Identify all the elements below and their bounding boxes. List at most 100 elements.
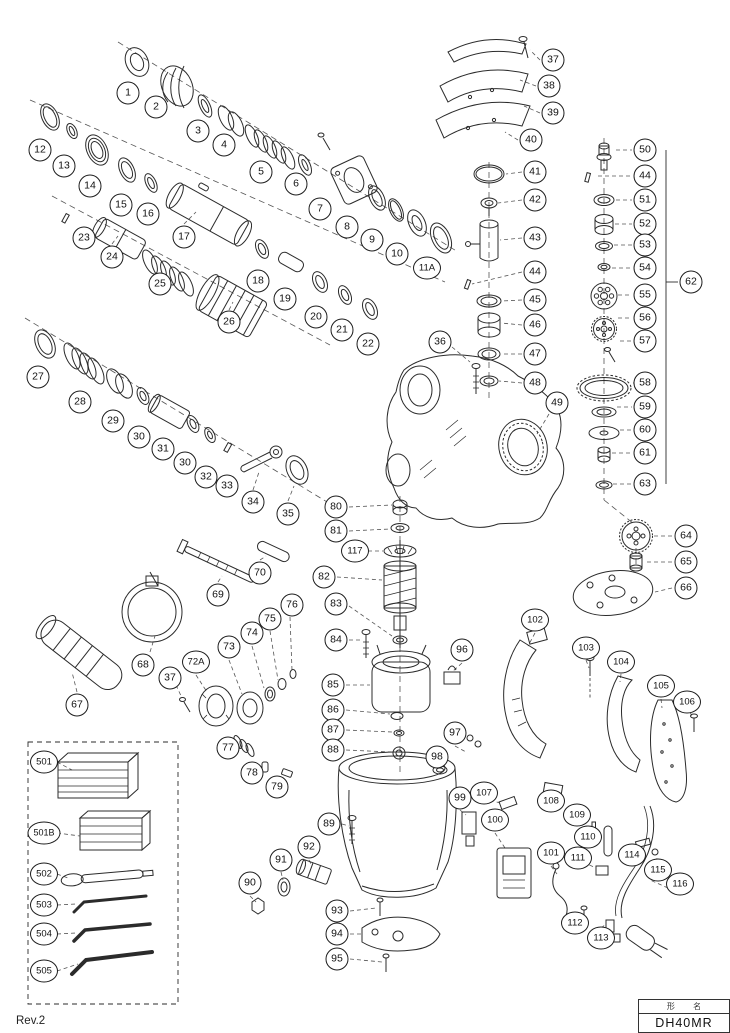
callout-3: 3 (186, 119, 210, 143)
callout-116: 116 (666, 872, 694, 896)
callout-102: 102 (521, 608, 549, 632)
callout-62: 62 (679, 270, 703, 294)
callout-109: 109 (563, 803, 591, 827)
callout-23: 23 (72, 226, 96, 250)
motor-housing-drawing (337, 751, 457, 898)
model-number: DH40MR (655, 1016, 713, 1030)
callout-107: 107 (470, 781, 498, 805)
callout-74: 74 (240, 621, 264, 645)
callout-13: 13 (52, 154, 76, 178)
callout-69: 69 (206, 583, 230, 607)
callout-96: 96 (450, 638, 474, 662)
revision-label: Rev.2 (16, 1015, 46, 1027)
callout-22: 22 (356, 332, 380, 356)
title-block: 形 名 DH40MR (638, 999, 730, 1033)
callout-77: 77 (216, 736, 240, 760)
callout-111: 111 (564, 846, 592, 870)
callout-41: 41 (523, 160, 547, 184)
callout-6: 6 (284, 172, 308, 196)
callout-501: 501 (30, 750, 58, 774)
callout-16: 16 (136, 202, 160, 226)
callout-502: 502 (30, 862, 58, 886)
callout-95: 95 (325, 947, 349, 971)
callout-83: 83 (324, 592, 348, 616)
callout-75: 75 (258, 607, 282, 631)
callout-32: 32 (194, 465, 218, 489)
callout-91: 91 (269, 848, 293, 872)
callout-81: 81 (324, 519, 348, 543)
callout-57: 57 (633, 329, 657, 353)
callout-38: 38 (537, 74, 561, 98)
callout-52: 52 (633, 212, 657, 236)
callout-80: 80 (324, 495, 348, 519)
callout-104: 104 (607, 650, 635, 674)
callout-505: 505 (30, 959, 58, 983)
callout-7: 7 (308, 197, 332, 221)
callout-17: 17 (172, 225, 196, 249)
callout-66: 66 (674, 576, 698, 600)
callout-1: 1 (116, 81, 140, 105)
callout-70: 70 (248, 561, 272, 585)
cylinder-sleeve-parts-drawing (40, 103, 379, 320)
armature-stator-drawing (361, 499, 482, 775)
callout-99: 99 (448, 786, 472, 810)
callout-37: 37 (158, 666, 182, 690)
callout-43: 43 (523, 226, 547, 250)
callout-8: 8 (335, 215, 359, 239)
clutch-gear-parts-drawing (576, 142, 632, 490)
callout-64: 64 (674, 524, 698, 548)
callout-108: 108 (537, 789, 565, 813)
callout-53: 53 (633, 233, 657, 257)
callout-97: 97 (443, 721, 467, 745)
callout-5: 5 (249, 160, 273, 184)
callout-9: 9 (360, 228, 384, 252)
callout-59: 59 (633, 395, 657, 419)
bottom-small-parts-drawing (251, 858, 441, 972)
side-handle-drawing (35, 538, 297, 778)
callout-51: 51 (633, 188, 657, 212)
callout-47: 47 (523, 342, 547, 366)
callout-28: 28 (68, 390, 92, 414)
callout-50: 50 (633, 138, 657, 162)
callout-94: 94 (325, 922, 349, 946)
idle-gear-cover-drawing (572, 519, 654, 616)
crank-housing-drawing (385, 354, 565, 528)
callout-112: 112 (561, 911, 589, 935)
callout-27: 27 (26, 365, 50, 389)
callout-106: 106 (673, 690, 701, 714)
callout-88: 88 (321, 738, 345, 762)
callout-35: 35 (276, 502, 300, 526)
callout-19: 19 (273, 287, 297, 311)
callout-48: 48 (523, 371, 547, 395)
callout-72A: 72A (182, 650, 210, 674)
valve-plate-piston-drawing (435, 36, 531, 394)
callout-14: 14 (78, 174, 102, 198)
callout-115: 115 (644, 858, 672, 882)
callout-98: 98 (425, 745, 449, 769)
callout-113: 113 (587, 926, 615, 950)
callout-114: 114 (618, 843, 646, 867)
callout-12: 12 (28, 138, 52, 162)
callout-60: 60 (633, 418, 657, 442)
callout-67: 67 (65, 693, 89, 717)
accessory-box-drawing (27, 741, 179, 1005)
callout-92: 92 (297, 835, 321, 859)
callout-4: 4 (212, 133, 236, 157)
callout-30: 30 (173, 451, 197, 475)
callout-33: 33 (215, 474, 239, 498)
callout-49: 49 (545, 391, 569, 415)
callout-100: 100 (481, 808, 509, 832)
callout-11A: 11A (413, 256, 441, 280)
handle-parts-drawing (503, 627, 698, 803)
front-grip-parts-drawing (124, 47, 453, 254)
callout-54: 54 (633, 256, 657, 280)
callout-101: 101 (537, 841, 565, 865)
callout-78: 78 (240, 761, 264, 785)
callout-45: 45 (523, 288, 547, 312)
callout-21: 21 (330, 318, 354, 342)
callout-73: 73 (217, 635, 241, 659)
callout-56: 56 (633, 306, 657, 330)
